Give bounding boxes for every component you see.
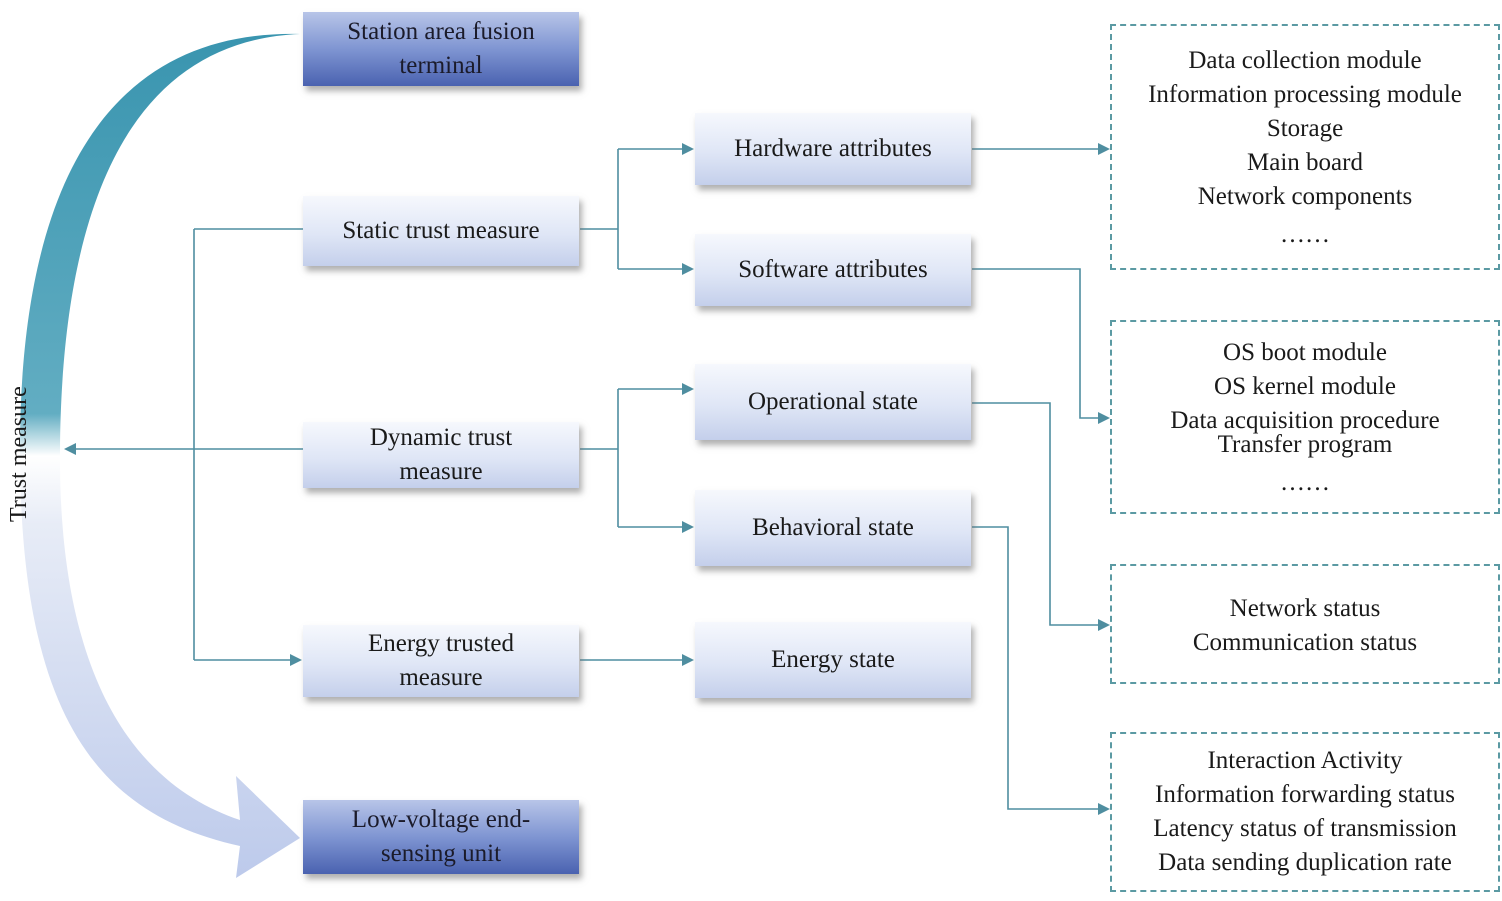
detail-item: Information forwarding status: [1155, 781, 1455, 808]
software-attributes-label: Software attributes: [738, 256, 928, 283]
station-terminal-box: Station area fusion terminal: [303, 12, 579, 86]
energy-trusted-measure-label: Energy trusted measure: [367, 630, 515, 691]
detail-item: OS kernel module: [1214, 373, 1396, 400]
detail-item: Data acquisition procedure: [1170, 407, 1440, 434]
energy-state-box: Energy state: [695, 622, 971, 698]
software-attributes-box: Software attributes: [695, 234, 971, 306]
behavioral-state-box: Behavioral state: [695, 490, 971, 566]
detail-item: OS boot module: [1223, 339, 1387, 366]
detail-item: Information processing module: [1148, 81, 1462, 108]
detail-item: Storage: [1266, 115, 1344, 142]
detail-item: ……: [1280, 221, 1330, 248]
detail-item: ……: [1280, 469, 1330, 496]
operational-detail-box: Network status Communication status: [1110, 564, 1500, 684]
dynamic-trust-measure-box: Dynamic trust measure: [303, 422, 579, 488]
detail-item: Latency status of transmission: [1153, 815, 1457, 842]
behavioral-detail-box: Interaction Activity Information forward…: [1110, 732, 1500, 892]
operational-state-box: Operational state: [695, 364, 971, 440]
hardware-detail-box: Data collection module Information proce…: [1110, 24, 1500, 270]
detail-item: Main board: [1247, 149, 1363, 176]
operational-to-detail: [972, 402, 1110, 631]
software-to-detail: [972, 268, 1110, 424]
detail-item: Network components: [1197, 183, 1413, 210]
behavioral-state-label: Behavioral state: [752, 514, 914, 541]
detail-item: Communication status: [1192, 629, 1418, 656]
energy-trusted-measure-box: Energy trusted measure: [303, 625, 579, 697]
software-detail-box: OS boot module OS kernel module Data acq…: [1110, 320, 1500, 514]
trust-measure-label: Trust measure: [6, 386, 32, 522]
trust-arc: [20, 33, 300, 879]
detail-item: Data sending duplication rate: [1158, 849, 1452, 876]
detail-item: Network status: [1229, 595, 1381, 622]
detail-item: Interaction Activity: [1207, 747, 1403, 774]
hardware-attributes-label: Hardware attributes: [734, 135, 932, 162]
station-terminal-label: Station area fusion terminal: [347, 18, 535, 79]
energy-state-label: Energy state: [771, 646, 895, 673]
behavioral-to-detail: [972, 526, 1110, 815]
low-voltage-unit-label: Low-voltage end- sensing unit: [351, 806, 531, 867]
dynamic-trust-measure-label: Dynamic trust measure: [369, 424, 513, 485]
static-trust-measure-box: Static trust measure: [303, 196, 579, 266]
operational-state-label: Operational state: [747, 388, 919, 415]
detail-item: Data collection module: [1188, 47, 1422, 74]
hardware-attributes-box: Hardware attributes: [695, 113, 971, 185]
detail-item: Transfer program: [1217, 431, 1393, 458]
low-voltage-unit-box: Low-voltage end- sensing unit: [303, 800, 579, 874]
static-trust-measure-label: Static trust measure: [342, 217, 540, 244]
